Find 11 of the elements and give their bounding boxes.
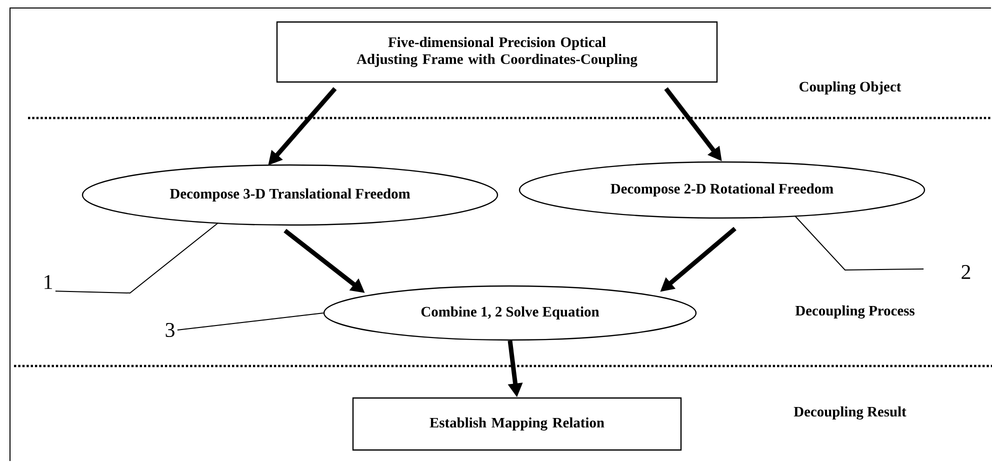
leader-line <box>176 312 324 330</box>
level-label: Decoupling Process <box>795 305 914 319</box>
level-label: Coupling Object <box>800 81 902 95</box>
callout-number: 1 <box>44 275 52 289</box>
leader-line <box>54 222 218 294</box>
level-label: Decoupling Result <box>794 406 906 420</box>
callout-number: 2 <box>962 265 970 279</box>
process-box: Establish Mapping Relation <box>352 397 682 451</box>
process-box: Five-dimensional Precision Optical Adjusting Frame with Coordinates-Coupling <box>276 21 718 83</box>
leader-line <box>794 216 924 270</box>
callout-number: 3 <box>166 322 174 338</box>
